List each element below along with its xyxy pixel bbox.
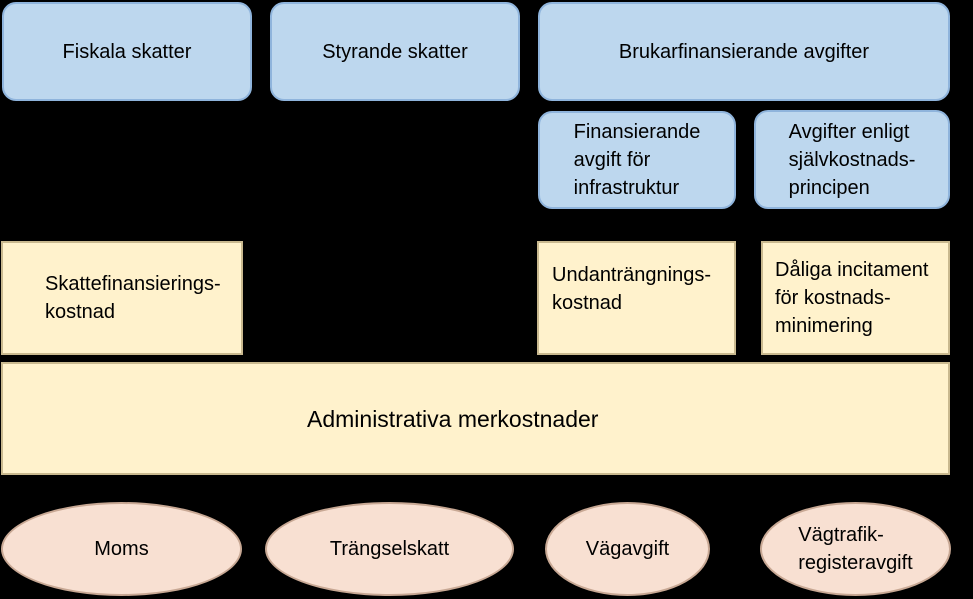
undantrangningskostnad-box: Undanträngnings- kostnad bbox=[537, 241, 736, 355]
styrande-skatter-box: Styrande skatter bbox=[270, 2, 520, 101]
skattefinansieringskostnad-label: Skattefinansierings- kostnad bbox=[45, 273, 221, 323]
finansierande-avgift-label: Finansierande avgift för infrastruktur bbox=[573, 121, 701, 199]
trangselskatt-ellipse: Trängselskatt bbox=[265, 502, 514, 596]
administrativa-merkostnader-label: Administrativa merkostnader bbox=[307, 405, 599, 432]
administrativa-merkostnader-box: Administrativa merkostnader bbox=[1, 362, 950, 475]
finansierande-avgift-box: Finansierande avgift för infrastruktur bbox=[538, 111, 736, 209]
daliga-incitament-box: Dåliga incitament för kostnads- minimeri… bbox=[761, 241, 950, 355]
skattefinansieringskostnad-box: Skattefinansierings- kostnad bbox=[1, 241, 243, 355]
vagavgift-ellipse: Vägavgift bbox=[545, 502, 710, 596]
sjalvkostnad-avgifter-label: Avgifter enligt självkostnads- principen bbox=[788, 120, 916, 199]
styrande-skatter-label: Styrande skatter bbox=[322, 40, 468, 63]
fiskala-skatter-box: Fiskala skatter bbox=[2, 2, 252, 101]
daliga-incitament-label: Dåliga incitament för kostnads- minimeri… bbox=[775, 259, 929, 337]
vagavgift-label: Vägavgift bbox=[585, 538, 670, 560]
trangselskatt-label: Trängselskatt bbox=[329, 538, 450, 560]
undantrangningskostnad-label: Undanträngnings- kostnad bbox=[552, 264, 711, 314]
vagtrafikregisteravgift-ellipse: Vägtrafik- registeravgift bbox=[760, 502, 951, 596]
moms-label: Moms bbox=[94, 538, 149, 560]
moms-ellipse: Moms bbox=[1, 502, 242, 596]
fiskala-skatter-label: Fiskala skatter bbox=[62, 40, 192, 63]
sjalvkostnad-avgifter-box: Avgifter enligt självkostnads- principen bbox=[754, 110, 950, 209]
vagtrafikregisteravgift-label: Vägtrafik- registeravgift bbox=[798, 524, 913, 574]
brukarfinansierande-avgifter-box: Brukarfinansierande avgifter bbox=[538, 2, 950, 101]
brukarfinansierande-avgifter-label: Brukarfinansierande avgifter bbox=[618, 40, 870, 63]
